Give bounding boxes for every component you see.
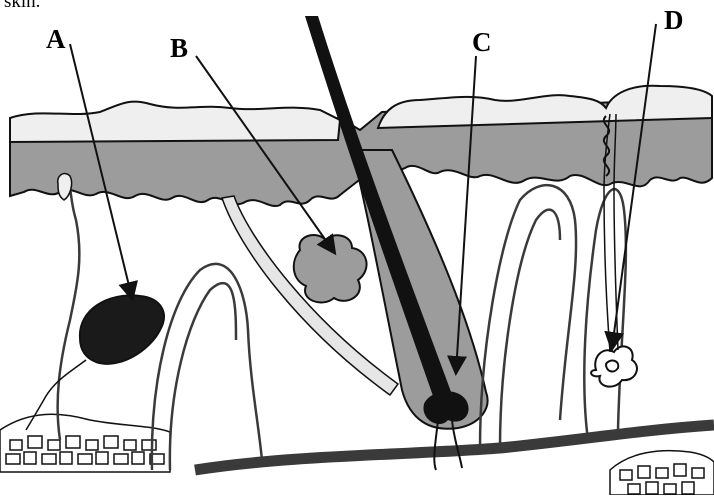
- fat-cluster-right: [610, 451, 714, 495]
- label-b: B: [170, 33, 188, 64]
- epidermis-layer: [10, 102, 340, 142]
- caption-fragment: skin.: [4, 0, 40, 13]
- label-d: D: [664, 5, 684, 36]
- hair-shaft: [305, 16, 457, 417]
- sensory-corpuscle: [80, 295, 164, 363]
- touch-receptor: [58, 174, 72, 200]
- arrow-d: [612, 24, 656, 348]
- fat-cluster-left: [0, 414, 170, 472]
- sweat-gland: [591, 346, 637, 386]
- label-c: C: [472, 27, 492, 58]
- label-a: A: [46, 24, 66, 55]
